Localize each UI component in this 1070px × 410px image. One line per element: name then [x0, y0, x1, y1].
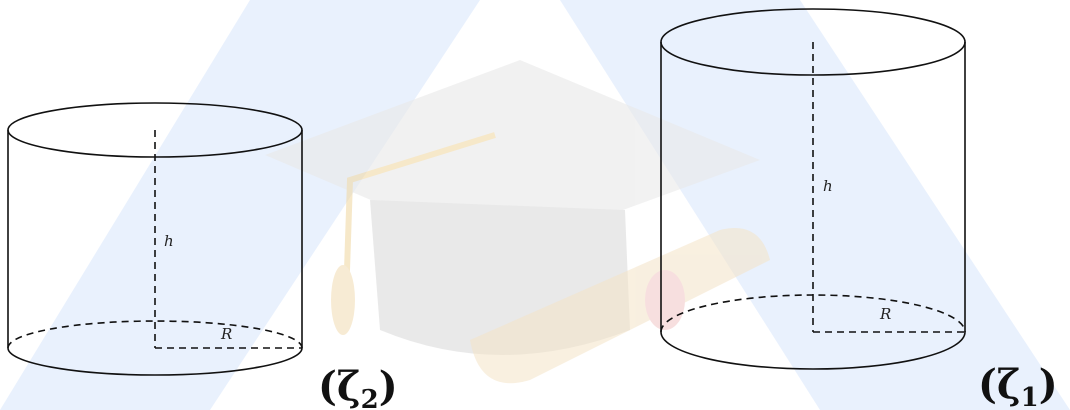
- height-label-right: h: [823, 177, 833, 195]
- cylinder-name-zeta-1: (ζ1): [978, 361, 1058, 410]
- watermark-triangle-right: [560, 0, 1070, 410]
- diploma-icon: [470, 228, 770, 384]
- height-label-left: h: [164, 232, 174, 250]
- cylinder-name-zeta-2: (ζ2): [318, 363, 398, 410]
- bottom-front-arc: [660, 331, 966, 370]
- watermark-triangle-left: [0, 0, 480, 410]
- bottom-front-arc: [7, 347, 303, 376]
- radius-label-left: R: [220, 325, 232, 343]
- radius-label-right: R: [879, 305, 891, 323]
- cylinder-zeta-2: [7, 102, 303, 376]
- cylinder-zeta-1: [660, 8, 966, 370]
